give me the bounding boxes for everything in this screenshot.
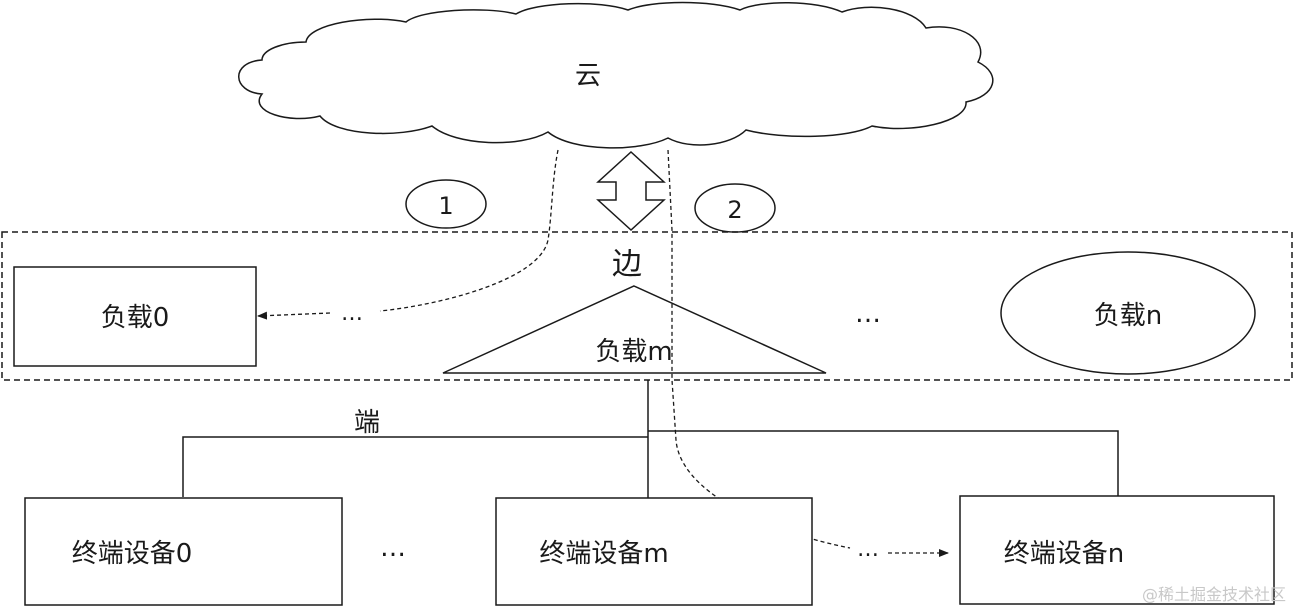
path1-label: 1 [438,192,453,220]
end-connector-tree [182,380,1119,498]
load0-label: 负载0 [101,303,170,333]
devices-ellipsis: … [380,533,406,563]
cloud-shape [238,1,994,149]
devicen-label: 终端设备n [1004,539,1124,569]
loads-ellipsis: … [855,299,881,329]
path1-arrow [257,311,331,320]
loadm-label: 负载m [595,337,672,367]
cloud-label: 云 [575,61,601,91]
watermark-text: @稀土掘金技术社区 [1142,585,1286,604]
edge-boundary [1,231,1293,381]
path2-label: 2 [727,196,742,224]
edge-label: 边 [612,247,642,282]
path1-dots: … [341,301,363,326]
device0-label: 终端设备0 [72,539,193,569]
devicen-box [959,495,1275,605]
devicem-label: 终端设备m [539,539,668,569]
load0-box [13,266,257,367]
path2-dots: … [857,537,879,562]
end-label: 端 [354,408,380,438]
path1-badge [405,179,487,229]
devicem-box [495,497,813,606]
path1-flow-line [379,149,559,312]
device0-box [24,497,343,606]
loadn-label: 负载n [1094,301,1162,331]
cloud-edge-double-arrow [596,150,666,232]
loadm-triangle [442,285,827,374]
loadn-ellipse [1000,251,1256,375]
